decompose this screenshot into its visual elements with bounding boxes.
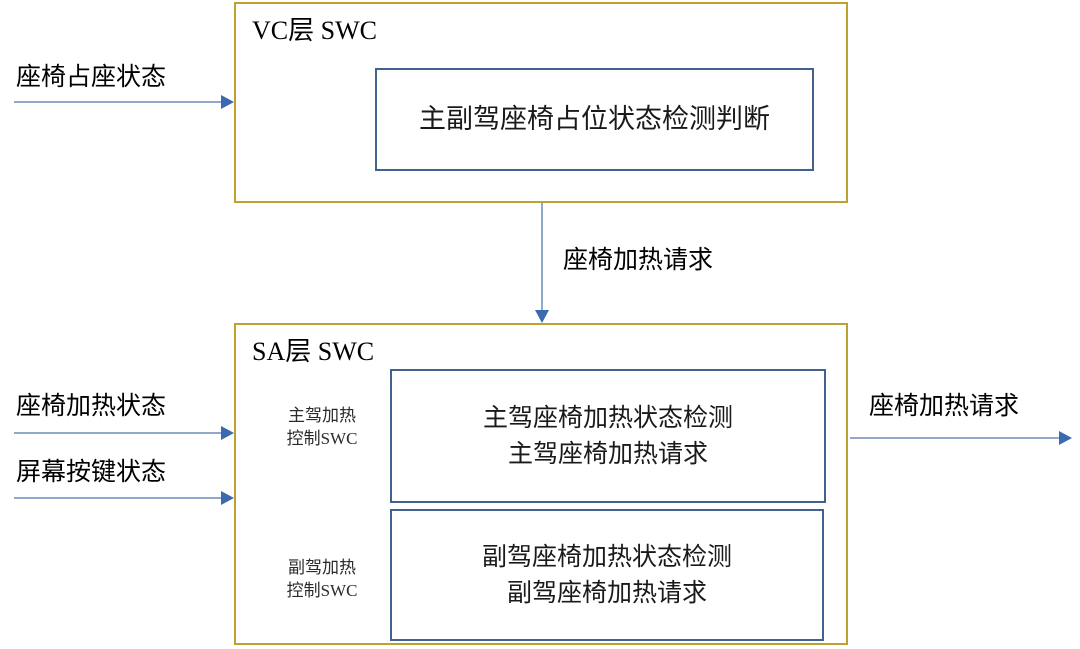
arrow-vc-to-sa-line [541,203,543,313]
vc-occupancy-detection-text: 主副驾座椅占位状态检测判断 [419,103,770,135]
arrow-seat-heating-status-head-icon [221,426,234,440]
driver-heating-control-swc-label: 主驾加热 控制SWC [266,405,378,451]
vc-layer-title: VC层 SWC [252,16,377,45]
signal-label-screen-key-status: 屏幕按键状态 [16,457,167,486]
signal-label-seat-occupancy-status: 座椅占座状态 [16,62,167,91]
arrow-screen-key-status-line [14,497,224,499]
arrow-seat-occupancy-head-icon [221,95,234,109]
vc-occupancy-detection-block: 主副驾座椅占位状态检测判断 [375,68,814,171]
passenger-heating-control-swc-label-line1: 副驾加热 [288,558,356,577]
arrow-vc-to-sa-head-icon [535,310,549,323]
arrow-seat-heating-request-output-head-icon [1059,431,1072,445]
signal-label-seat-heating-request-output: 座椅加热请求 [869,391,1020,420]
driver-seat-heating-status-detection-text: 主驾座椅加热状态检测 [482,402,733,432]
arrow-seat-heating-status-line [14,432,224,434]
arrow-seat-occupancy-line [14,101,224,103]
arrow-screen-key-status-head-icon [221,491,234,505]
arrow-seat-heating-request-output-line [850,437,1062,439]
passenger-seat-heating-status-detection-text: 副驾座椅加热状态检测 [481,541,732,571]
driver-seat-heating-request-text: 主驾座椅加热请求 [507,439,708,468]
passenger-seat-heating-block: 副驾座椅加热状态检测 副驾座椅加热请求 [390,509,824,641]
driver-heating-control-swc-label-line2: 控制SWC [286,428,358,448]
passenger-heating-control-swc-label: 副驾加热 控制SWC [266,557,378,603]
signal-label-seat-heating-request-internal: 座椅加热请求 [563,245,714,274]
driver-seat-heating-block: 主驾座椅加热状态检测 主驾座椅加热请求 [390,369,826,503]
passenger-seat-heating-request-text: 副驾座椅加热请求 [506,578,707,607]
signal-label-seat-heating-status: 座椅加热状态 [16,391,167,420]
driver-heating-control-swc-label-line1: 主驾加热 [288,406,356,425]
passenger-heating-control-swc-label-line2: 控制SWC [286,580,358,600]
sa-layer-title: SA层 SWC [252,337,375,366]
